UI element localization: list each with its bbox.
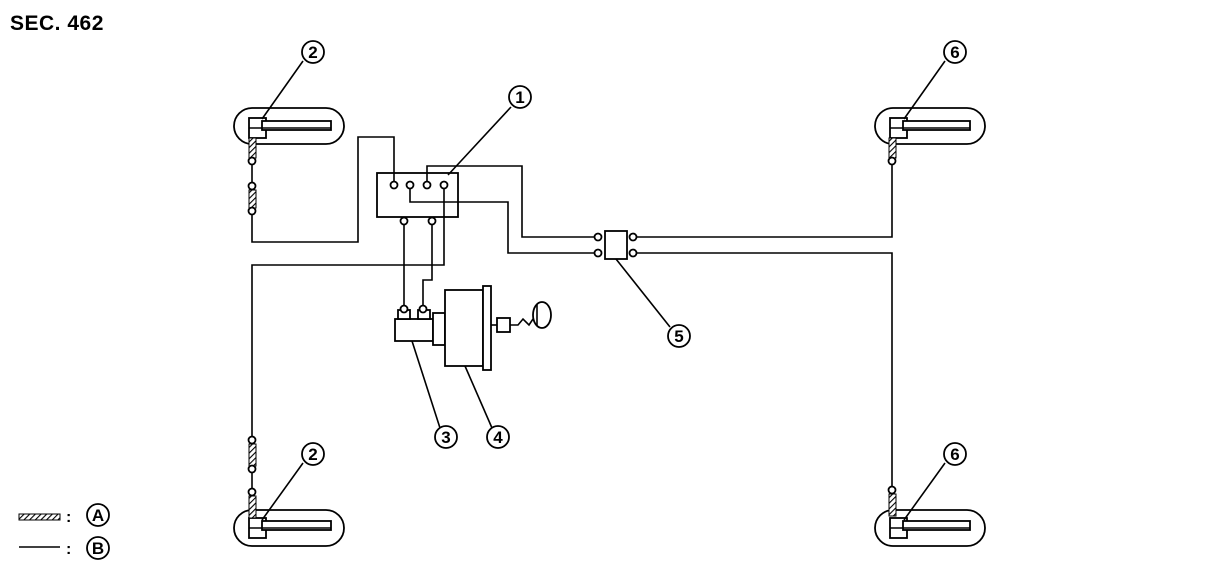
legend-separator-a: : [66,509,71,526]
brake-hose-front-left [247,156,257,216]
callout-5: 5 [667,324,691,348]
svg-text:B: B [92,539,104,558]
svg-text:2: 2 [308,43,317,62]
front-right-brake [233,495,345,547]
legend-label-a: A [86,503,110,527]
three-way-connector [593,230,638,260]
svg-text:2: 2 [308,445,317,464]
section-title: SEC. 462 [10,12,104,35]
callout-2-bottom: 2 [301,442,325,466]
svg-text:3: 3 [441,428,450,447]
rear-right-brake [874,485,986,547]
callout-3: 3 [434,425,458,449]
svg-text:5: 5 [674,327,683,346]
svg-text:4: 4 [493,428,503,447]
callout-6-bottom: 6 [943,442,967,466]
legend-hose-swatch [18,513,61,521]
legend-separator-b: : [66,541,71,558]
legend: : A : B [18,503,110,560]
svg-text:A: A [92,506,104,525]
callout-6-top: 6 [943,40,967,64]
brake-booster [432,285,552,371]
front-left-brake [233,107,345,159]
brake-master-cylinder [394,304,434,342]
svg-text:6: 6 [950,445,959,464]
callout-1: 1 [508,85,532,109]
callout-2-top: 2 [301,40,325,64]
legend-label-b: B [86,536,110,560]
callout-4: 4 [486,425,510,449]
brake-hose-front-right [247,435,257,497]
brake-pipes [251,136,893,486]
abs-actuator [376,172,459,226]
callout-leaders [261,60,946,521]
svg-text:1: 1 [515,88,524,107]
rear-left-brake [874,107,986,166]
svg-text:6: 6 [950,43,959,62]
